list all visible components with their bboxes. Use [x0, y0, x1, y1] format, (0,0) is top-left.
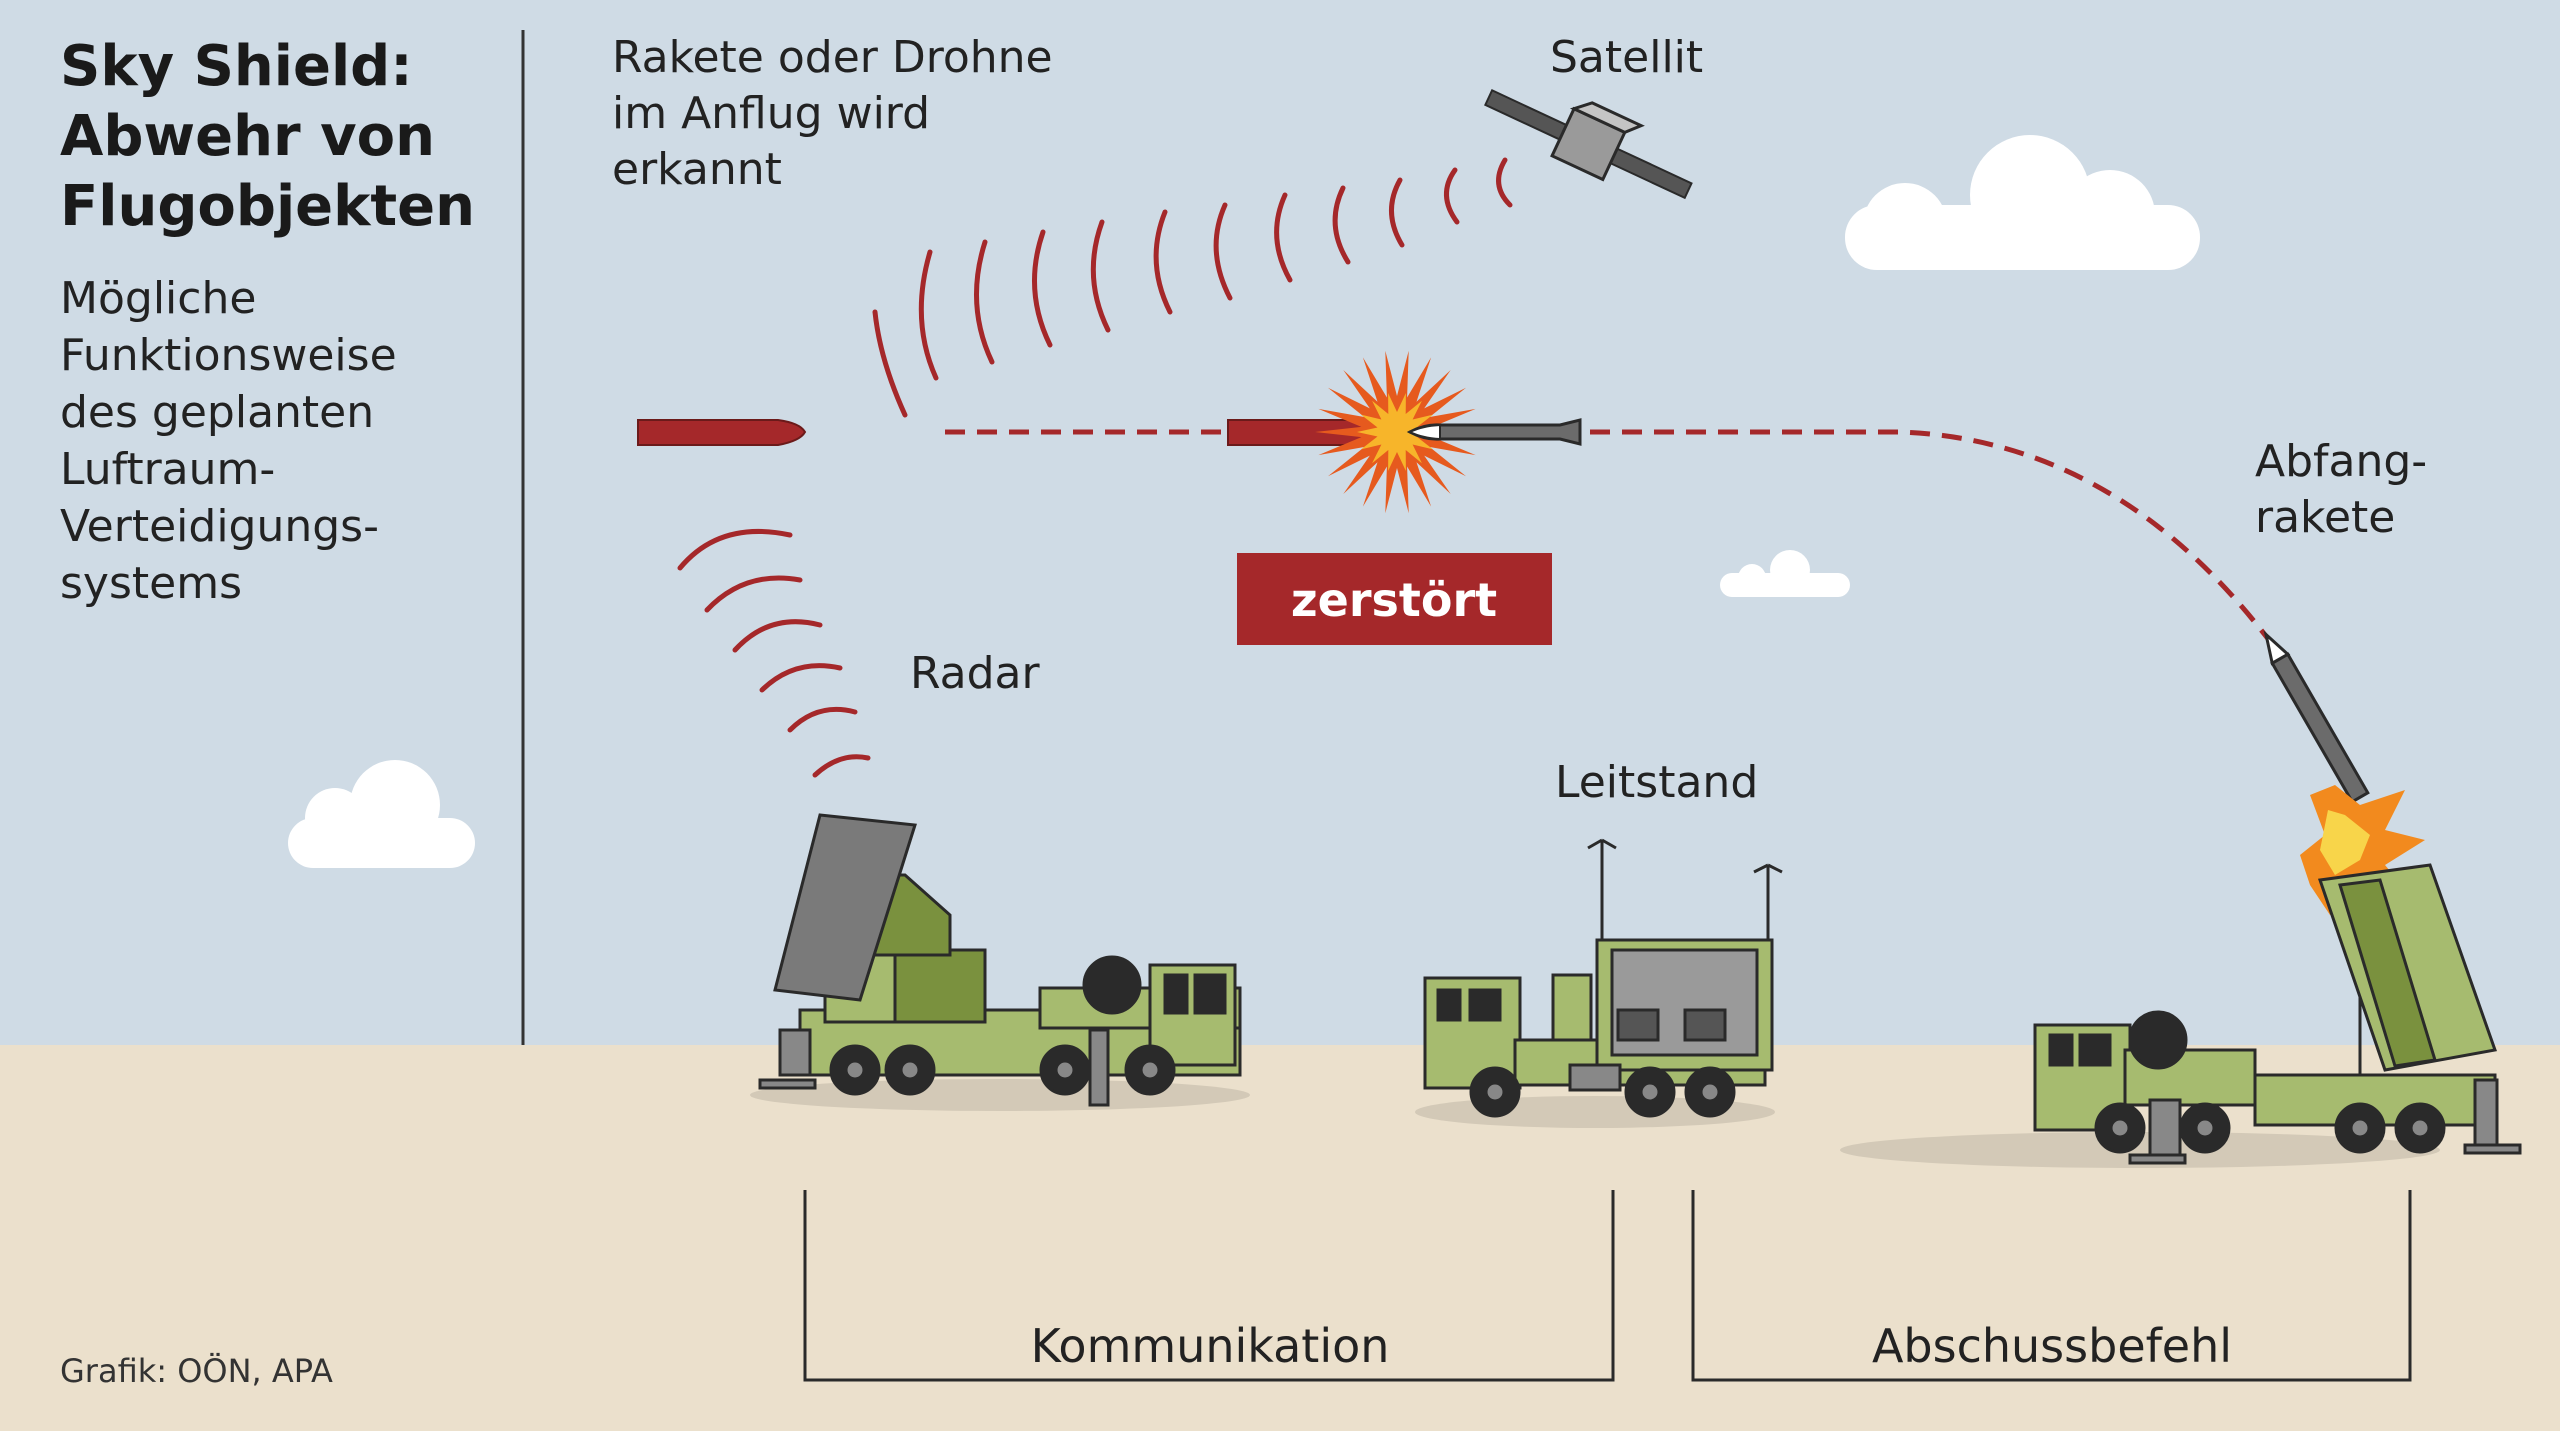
destroyed-badge [1237, 553, 1552, 645]
label-interceptor: Abfang- rakete [2255, 436, 2441, 543]
label-satellite: Satellit [1550, 32, 1703, 83]
label-detection: Rakete oder Drohne im Anflug wird erkann… [612, 32, 1067, 195]
subtitle-line-1: Mögliche [60, 273, 256, 324]
label-control-station: Leitstand [1555, 757, 1758, 808]
launch-flame-core-icon [2320, 810, 2370, 875]
sky-background [0, 0, 2560, 1050]
cloud-icon [288, 760, 475, 868]
label-destroyed: zerstört [1291, 573, 1497, 627]
label-detection-line-1: Rakete oder Drohne [612, 32, 1053, 83]
subtitle-line-2: Funktionsweise [60, 330, 397, 381]
launching-interceptor-icon [2263, 630, 2370, 804]
label-launch-order: Abschussbefehl [1872, 1319, 2232, 1373]
cloud-icon [1720, 550, 1850, 597]
title: Sky Shield: Abwehr von Flugobjekten [60, 34, 475, 239]
label-communication: Kommunikation [1031, 1319, 1390, 1373]
source-credit: Grafik: OÖN, APA [60, 1352, 333, 1390]
radar-signal-waves [677, 528, 871, 778]
cloud-icon [1845, 135, 2200, 270]
label-interceptor-line-2: rakete [2255, 492, 2395, 543]
subtitle-line-6: systems [60, 558, 242, 609]
communication-bracket [803, 1190, 1615, 1382]
interceptor-missile-icon [1406, 418, 1582, 446]
title-line-1: Sky Shield: [60, 34, 413, 99]
label-radar: Radar [910, 648, 1040, 699]
label-interceptor-line-1: Abfang- [2255, 436, 2427, 487]
title-line-3: Flugobjekten [60, 174, 475, 239]
launcher-truck-icon [1840, 863, 2522, 1168]
subtitle-line-5: Verteidigungs- [60, 501, 379, 552]
launch-order-bracket [1691, 1190, 2412, 1382]
explosion-core-icon [1357, 393, 1437, 471]
satellite-icon [1484, 89, 1693, 200]
title-line-2: Abwehr von [60, 104, 435, 169]
incoming-missile-icon [637, 419, 807, 446]
subtitle: Mögliche Funktionsweise des geplanten Lu… [60, 273, 411, 609]
satellite-signal-waves [872, 157, 1513, 418]
subtitle-line-4: Luftraum- [60, 444, 275, 495]
subtitle-line-3: des geplanten [60, 387, 374, 438]
control-station-truck-icon [1415, 838, 1783, 1128]
radar-truck-icon [750, 813, 1250, 1111]
interceptor-flight-path [945, 429, 2278, 650]
label-detection-line-3: erkannt [612, 144, 782, 195]
label-detection-line-2: im Anflug wird [612, 88, 930, 139]
